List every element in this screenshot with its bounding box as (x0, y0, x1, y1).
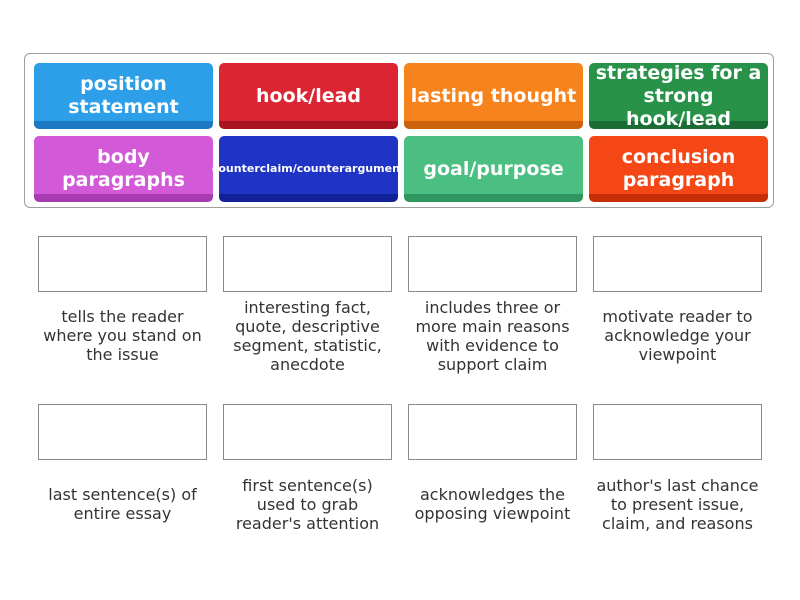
slot-description-5: last sentence(s) of entire essay (48, 485, 197, 523)
drop-slot-4[interactable] (593, 236, 762, 292)
tile-position-statement[interactable]: position statement (34, 63, 213, 129)
slot-description-3: includes three or more main reasons with… (415, 298, 570, 374)
slot-description-6: first sentence(s) used to grab reader's … (235, 476, 380, 533)
slot-description-8: author's last chance to present issue, c… (596, 476, 759, 533)
slot-description-4: motivate reader to acknowledge your view… (602, 307, 753, 364)
slot-description-7: acknowledges the opposing viewpoint (414, 485, 571, 523)
drop-slot-5[interactable] (38, 404, 207, 460)
slot-description-1: tells the reader where you stand on the … (43, 307, 202, 364)
tile-body-paragraphs[interactable]: body paragraphs (34, 136, 213, 202)
drop-slot-7[interactable] (408, 404, 577, 460)
drop-slot-3[interactable] (408, 236, 577, 292)
tile-counterclaim[interactable]: counterclaim/counterargument (212, 136, 405, 202)
tile-bank: position statement hook/lead lasting tho… (24, 53, 774, 208)
tile-hook-lead[interactable]: hook/lead (219, 63, 398, 129)
tile-lasting-thought[interactable]: lasting thought (404, 63, 583, 129)
tile-strategies-hook-lead[interactable]: strategies for a strong hook/lead (589, 62, 768, 130)
drop-slot-1[interactable] (38, 236, 207, 292)
drop-slot-8[interactable] (593, 404, 762, 460)
slot-description-2: interesting fact, quote, descriptive seg… (233, 298, 382, 374)
drop-slot-2[interactable] (223, 236, 392, 292)
drop-slot-6[interactable] (223, 404, 392, 460)
tile-conclusion-paragraph[interactable]: conclusion paragraph (589, 136, 768, 202)
tile-goal-purpose[interactable]: goal/purpose (404, 136, 583, 202)
